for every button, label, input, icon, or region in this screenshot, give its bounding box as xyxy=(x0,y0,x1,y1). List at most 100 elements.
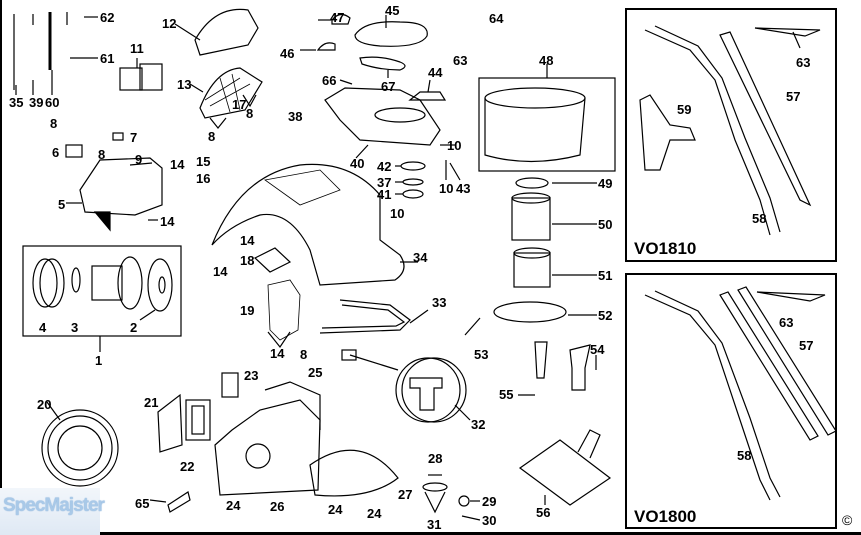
part-label-67[interactable]: 67 xyxy=(381,79,396,94)
part-label-65[interactable]: 65 xyxy=(135,496,150,511)
part-label-58a[interactable]: 58 xyxy=(752,211,767,226)
part-label-53[interactable]: 53 xyxy=(474,347,489,362)
part-label-14a[interactable]: 14 xyxy=(170,157,185,172)
part-label-57a[interactable]: 57 xyxy=(786,89,801,104)
part-label-64[interactable]: 64 xyxy=(489,11,504,26)
part-label-43[interactable]: 43 xyxy=(456,181,471,196)
part-label-11[interactable]: 11 xyxy=(130,41,144,56)
part-label-22[interactable]: 22 xyxy=(180,459,195,474)
part-label-12[interactable]: 12 xyxy=(162,16,177,31)
part-label-24b[interactable]: 24 xyxy=(328,502,343,517)
part-label-2[interactable]: 2 xyxy=(130,320,138,335)
part-label-56[interactable]: 56 xyxy=(536,505,551,520)
part-label-6[interactable]: 6 xyxy=(52,145,60,160)
part-label-42[interactable]: 42 xyxy=(377,159,392,174)
part-label-61[interactable]: 61 xyxy=(100,51,115,66)
part-label-14c[interactable]: 14 xyxy=(240,233,255,248)
part-label-7[interactable]: 7 xyxy=(130,130,138,145)
part-label-4[interactable]: 4 xyxy=(39,320,47,335)
part-label-57b[interactable]: 57 xyxy=(799,338,814,353)
part-27-31-wheel xyxy=(422,474,481,521)
part-label-55[interactable]: 55 xyxy=(499,387,514,402)
part-45-handle xyxy=(354,15,428,78)
part-label-33[interactable]: 33 xyxy=(432,295,447,310)
part-label-59[interactable]: 59 xyxy=(677,102,692,117)
part-label-8e[interactable]: 8 xyxy=(300,347,308,362)
part-label-16[interactable]: 16 xyxy=(196,171,211,186)
part-label-39[interactable]: 39 xyxy=(29,95,44,110)
part-label-30[interactable]: 30 xyxy=(482,513,497,528)
part-label-8b[interactable]: 8 xyxy=(246,106,254,121)
part-label-54[interactable]: 54 xyxy=(590,342,605,357)
part-label-63c[interactable]: 63 xyxy=(779,315,794,330)
part-label-10a[interactable]: 10 xyxy=(447,138,462,153)
part-label-47[interactable]: 47 xyxy=(330,10,345,25)
part-label-5[interactable]: 5 xyxy=(58,197,66,212)
part-label-41[interactable]: 41 xyxy=(377,187,392,202)
part-label-25[interactable]: 25 xyxy=(308,365,323,380)
part-label-14e[interactable]: 14 xyxy=(270,346,285,361)
part-48-dust-bin-box xyxy=(478,64,616,172)
part-label-20[interactable]: 20 xyxy=(37,397,52,412)
vo1800-hose-and-wands xyxy=(644,286,837,501)
part-label-17[interactable]: 17 xyxy=(232,97,247,112)
part-11-motor-bracket xyxy=(119,58,163,91)
part-label-35[interactable]: 35 xyxy=(9,95,24,110)
part-label-63b[interactable]: 63 xyxy=(796,55,811,70)
part-label-44[interactable]: 44 xyxy=(428,65,443,80)
model-box-vo1800 xyxy=(625,273,837,529)
part-label-48[interactable]: 48 xyxy=(539,53,554,68)
part-label-58b[interactable]: 58 xyxy=(737,448,752,463)
part-label-18[interactable]: 18 xyxy=(240,253,255,268)
part-label-24a[interactable]: 24 xyxy=(226,498,241,513)
part-label-28[interactable]: 28 xyxy=(428,451,443,466)
part-label-51[interactable]: 51 xyxy=(598,268,613,283)
part-label-8d[interactable]: 8 xyxy=(98,147,106,162)
model-label-vo1810: VO1810 xyxy=(634,239,697,258)
part-label-34[interactable]: 34 xyxy=(413,250,428,265)
part-26-base xyxy=(214,372,399,497)
part-label-45[interactable]: 45 xyxy=(385,3,400,18)
part-label-8c[interactable]: 8 xyxy=(50,116,58,131)
watermark-band xyxy=(0,488,100,535)
part-label-14b[interactable]: 14 xyxy=(160,214,175,229)
part-label-60[interactable]: 60 xyxy=(45,95,60,110)
part-5-motor-housing xyxy=(65,132,163,232)
part-label-10b[interactable]: 10 xyxy=(439,181,454,196)
part-label-31[interactable]: 31 xyxy=(427,517,442,532)
part-label-13[interactable]: 13 xyxy=(177,77,192,92)
part-44-46-47 xyxy=(300,13,447,101)
part-label-40[interactable]: 40 xyxy=(350,156,365,171)
part-label-63a[interactable]: 63 xyxy=(453,53,468,68)
part-label-50[interactable]: 50 xyxy=(598,217,613,232)
part-label-52[interactable]: 52 xyxy=(598,308,613,323)
part-12-cover xyxy=(174,8,259,56)
part-32-cord-reel xyxy=(341,349,471,423)
part-label-46[interactable]: 46 xyxy=(280,46,295,61)
part-label-3[interactable]: 3 xyxy=(71,320,79,335)
part-label-29[interactable]: 29 xyxy=(482,494,497,509)
part-label-38[interactable]: 38 xyxy=(288,109,303,124)
part-label-66[interactable]: 66 xyxy=(322,73,337,88)
part-label-23[interactable]: 23 xyxy=(244,368,259,383)
part-label-49[interactable]: 49 xyxy=(598,176,613,191)
part-label-1[interactable]: 1 xyxy=(95,353,103,368)
part-label-24c[interactable]: 24 xyxy=(367,506,382,521)
part-label-32[interactable]: 32 xyxy=(471,417,486,432)
part-label-9[interactable]: 9 xyxy=(135,152,143,167)
part-label-62[interactable]: 62 xyxy=(100,10,115,25)
part-label-19[interactable]: 19 xyxy=(240,303,255,318)
part-label-21[interactable]: 21 xyxy=(144,395,159,410)
part-label-10c[interactable]: 10 xyxy=(390,206,405,221)
part-label-27[interactable]: 27 xyxy=(398,487,413,502)
part-label-14d[interactable]: 14 xyxy=(213,264,228,279)
part-label-37[interactable]: 37 xyxy=(377,175,392,190)
part-label-15[interactable]: 15 xyxy=(196,154,211,169)
part-1-filter-box xyxy=(22,245,182,352)
part-65-pad xyxy=(149,491,191,513)
part-label-8a[interactable]: 8 xyxy=(208,129,216,144)
part-label-26[interactable]: 26 xyxy=(270,499,285,514)
frame-border-left xyxy=(0,0,2,535)
